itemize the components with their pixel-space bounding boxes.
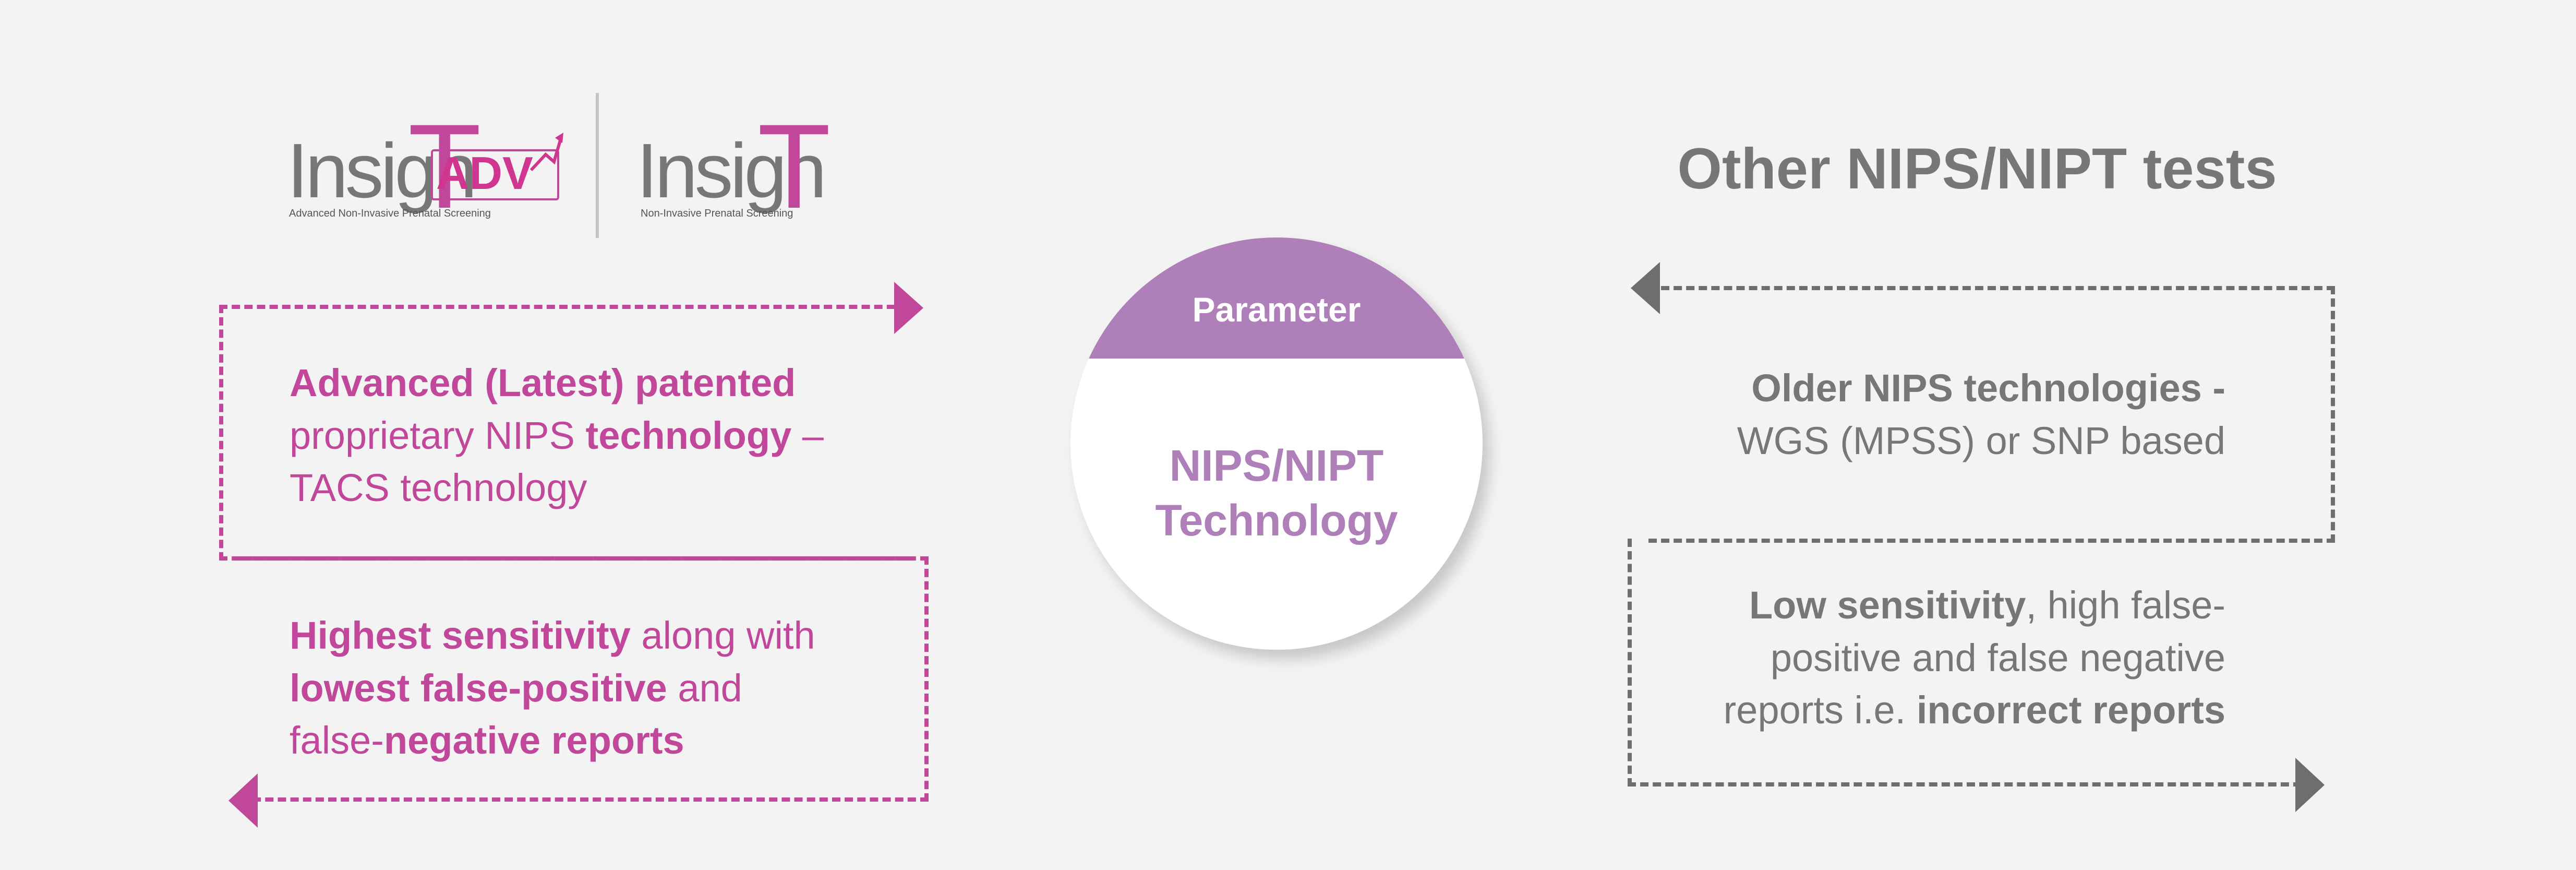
other-sensitivity-plain-1: , high false-: [2026, 583, 2225, 627]
other-technology-plain-2: WGS (MPSS) or SNP based: [1737, 419, 2225, 462]
insight-adv-logo-t: T: [408, 99, 482, 233]
insight-adv-badge-frame: [431, 149, 559, 200]
insight-sensitivity-line-3: false-negative reports: [290, 714, 815, 767]
left-connector-lower: [240, 556, 929, 802]
other-technology-line-1: Older NIPS technologies -: [1669, 362, 2225, 415]
insight-sensitivity-line-2: lowest false-positive and: [290, 662, 815, 715]
arrow-up-icon: [529, 133, 563, 172]
insight-adv-tagline: Advanced Non-Invasive Prenatal Screening: [289, 208, 491, 219]
insight-technology-plain-3: TACS technology: [290, 466, 587, 510]
other-technology-bold-1: Older NIPS technologies -: [1751, 366, 2225, 410]
insight-technology-bold-1: Advanced (Latest) patented: [290, 361, 796, 404]
insight-logo-t: T: [757, 99, 831, 233]
left-arrow-icon: [228, 773, 258, 828]
other-sensitivity-bold-3: incorrect reports: [1916, 688, 2225, 732]
insight-adv-badge: ADV: [436, 147, 533, 199]
insight-technology-line-3: TACS technology: [290, 462, 824, 515]
other-sensitivity-plain-3: reports i.e.: [1723, 688, 1917, 732]
right-arrow-icon: [2295, 758, 2325, 812]
other-sensitivity-text: Low sensitivity, high false- positive an…: [1669, 579, 2225, 737]
insight-sensitivity-plain-2: and: [667, 666, 742, 710]
other-technology-line-2: WGS (MPSS) or SNP based: [1669, 415, 2225, 468]
insight-logo-tagline: Non-Invasive Prenatal Screening: [641, 208, 793, 219]
logo-divider: [596, 93, 599, 238]
insight-technology-bold-2: technology: [585, 413, 792, 457]
parameter-value: NIPS/NIPT Technology: [1070, 438, 1483, 548]
insight-technology-text: Advanced (Latest) patented proprietary N…: [290, 357, 824, 515]
right-arrow-icon: [894, 282, 923, 334]
parameter-label: Parameter: [1192, 290, 1361, 329]
right-connector-lower: [1628, 539, 2314, 786]
other-technology-text: Older NIPS technologies - WGS (MPSS) or …: [1669, 362, 2225, 467]
insight-technology-tail-2: –: [791, 413, 824, 457]
insight-technology-line-1: Advanced (Latest) patented: [290, 357, 824, 410]
insight-logo-word: Insigh: [636, 128, 827, 214]
other-sensitivity-line-1: Low sensitivity, high false-: [1669, 579, 2225, 632]
other-tests-heading: Other NIPS/NIPT tests: [1677, 137, 2277, 201]
parameter-value-line-2: Technology: [1155, 496, 1398, 545]
other-sensitivity-bold-1: Low sensitivity: [1749, 583, 2026, 627]
insight-sensitivity-bold-2: lowest false-positive: [290, 666, 667, 710]
other-sensitivity-line-2: positive and false negative: [1669, 632, 2225, 685]
insight-sensitivity-bold-3: negative reports: [383, 719, 684, 762]
parameter-circle: Parameter NIPS/NIPT Technology: [1070, 237, 1483, 650]
insight-sensitivity-bold-1: Highest sensitivity: [290, 614, 631, 657]
insight-sensitivity-plain-3: false-: [290, 719, 384, 762]
left-arrow-icon: [1631, 262, 1660, 314]
other-sensitivity-line-3: reports i.e. incorrect reports: [1669, 684, 2225, 737]
right-connector-upper: [1648, 286, 2335, 543]
parameter-value-line-1: NIPS/NIPT: [1169, 441, 1384, 490]
insight-sensitivity-plain-1: along with: [630, 614, 815, 657]
insight-adv-logo-word: Insigh: [287, 128, 477, 214]
insight-sensitivity-line-1: Highest sensitivity along with: [290, 610, 815, 662]
other-sensitivity-plain-2: positive and false negative: [1770, 636, 2225, 680]
insight-technology-plain-2: proprietary NIPS: [290, 413, 586, 457]
parameter-circle-cap: [1070, 237, 1483, 359]
insight-adv-logo: Insigh T ADV Advanced Non-Invasive Prena…: [282, 99, 574, 235]
insight-logo: Insigh T Non-Invasive Prenatal Screening: [631, 99, 850, 235]
insight-technology-line-2: proprietary NIPS technology –: [290, 410, 824, 462]
insight-sensitivity-text: Highest sensitivity along with lowest fa…: [290, 610, 815, 767]
